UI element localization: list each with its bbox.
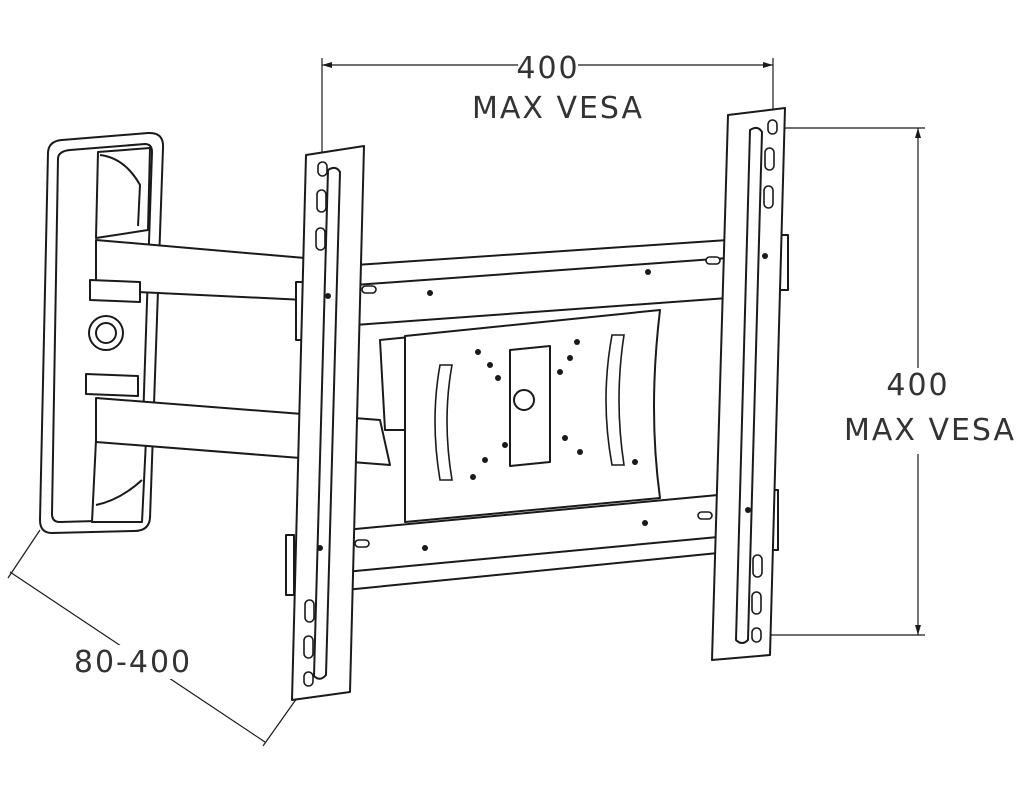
wall-plate — [39, 131, 165, 534]
right-vertical-bracket — [711, 107, 789, 661]
upper-hinge — [95, 147, 151, 239]
tilt-plate — [404, 309, 661, 523]
lower-hinge — [91, 439, 147, 523]
extension-dimension-value: 80-400 — [74, 645, 192, 680]
arrow-icon — [915, 128, 921, 138]
extension-line — [262, 697, 298, 747]
top-dimension: 400 MAX VESA — [321, 51, 774, 152]
right-dimension-label: MAX VESA — [844, 413, 1016, 448]
top-dimension-value: 400 — [516, 51, 579, 86]
extension-dimension: 80-400 — [7, 529, 298, 747]
arrow-icon — [322, 62, 332, 68]
right-dimension-value: 400 — [886, 368, 949, 403]
horizontal-rails — [344, 239, 729, 591]
right-dimension: 400 MAX VESA — [760, 127, 1016, 636]
arrow-icon — [763, 62, 773, 68]
arrow-icon — [915, 625, 921, 635]
top-dimension-label: MAX VESA — [472, 91, 644, 126]
upper-rail — [354, 239, 729, 326]
left-vertical-bracket — [285, 145, 365, 701]
level-bubble-icon — [88, 315, 124, 351]
extension-line — [7, 529, 41, 579]
